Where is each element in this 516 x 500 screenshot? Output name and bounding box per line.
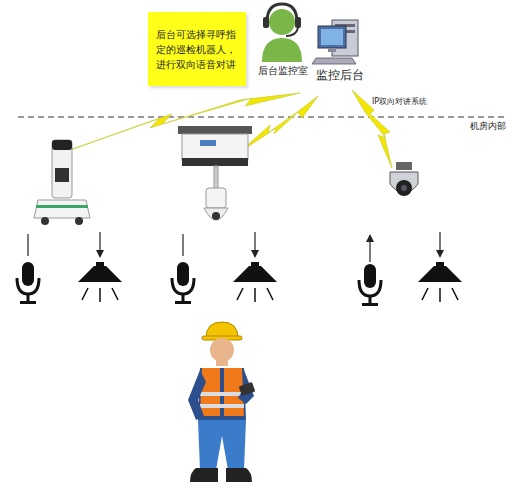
ptz-camera (390, 162, 418, 196)
signal-lines (28, 232, 440, 262)
speaker-symbol (78, 262, 462, 302)
rail-robot (178, 126, 252, 220)
arrowheads (96, 234, 444, 258)
note-box: 后台可选择寻呼指定的巡检机器人，进行双向语音对讲 (148, 12, 246, 86)
operator-icon (262, 4, 302, 62)
room-label: 后台监控室 (258, 64, 308, 78)
system-label: IP双向对讲系统 (372, 96, 427, 107)
boundary-line (18, 117, 506, 118)
note-text: 后台可选择寻呼指定的巡检机器人，进行双向语音对讲 (156, 27, 238, 72)
computer-icon (312, 20, 358, 64)
console-label: 监控后台 (316, 67, 364, 84)
microphone-symbol (17, 262, 381, 306)
area-label: 机房内部 (470, 120, 506, 133)
worker-figure (188, 322, 255, 482)
wireless-link (70, 90, 392, 168)
wheeled-robot (34, 140, 90, 225)
